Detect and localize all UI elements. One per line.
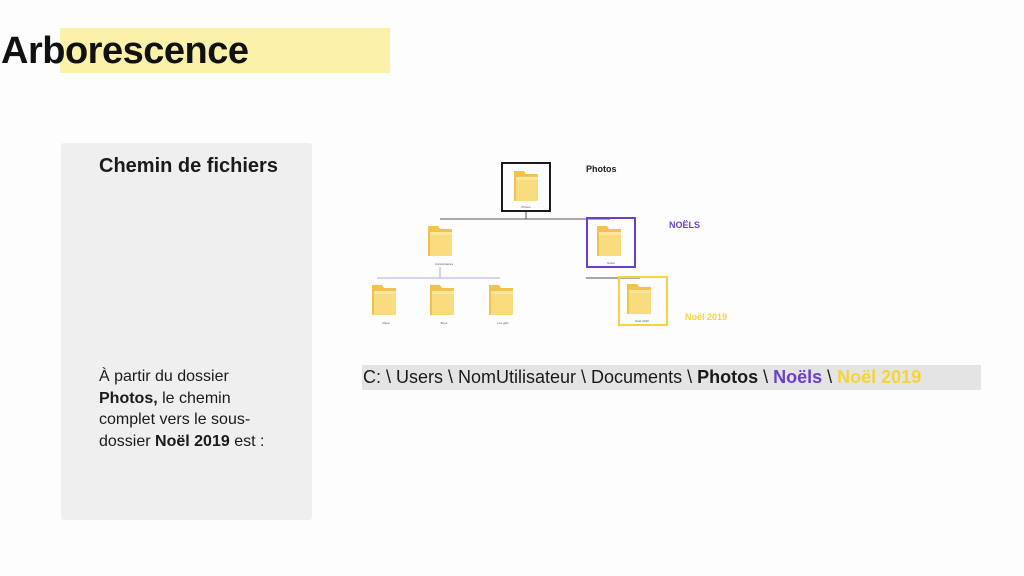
folder-icon (372, 285, 396, 315)
panel-explanation: À partir du dossier Photos, le chemin co… (99, 366, 289, 452)
path-photos: Photos (697, 367, 759, 387)
folder-label-sub: Papa (382, 321, 389, 325)
label-noels: NOËLS (669, 220, 700, 230)
folder-label-root: Photos (521, 205, 531, 209)
folder-icon (514, 171, 538, 201)
explanation-panel (61, 143, 312, 520)
folder-label-sub: Les girls (497, 321, 509, 325)
path-noels: Noëls (773, 367, 823, 387)
label-photos: Photos (586, 164, 617, 174)
folder-icon (428, 226, 452, 256)
file-path: C: \ Users \ NomUtilisateur \ Documents … (363, 366, 921, 388)
title-highlight (60, 28, 390, 73)
panel-text-part: À partir du dossier (99, 368, 229, 385)
noels-frame (586, 217, 636, 268)
folder-label-noels: Noëls (607, 261, 615, 265)
noel2019-frame (618, 276, 668, 326)
label-noel2019: Noël 2019 (685, 312, 727, 322)
folder-label-noel2019: Noël 2019 (635, 319, 649, 323)
folder-label-left: Anniversaires (435, 262, 454, 266)
panel-heading: Chemin de fichiers (99, 155, 278, 177)
panel-text-part: est : (229, 432, 265, 450)
folder-icon (489, 285, 513, 315)
path-separator: \ (822, 367, 838, 387)
selected-root-frame (501, 162, 551, 212)
path-separator: \ (758, 367, 774, 387)
path-noel2019: Noël 2019 (837, 367, 922, 387)
folder-icon (597, 226, 621, 256)
panel-text-part: le chemin complet vers le sous-dossier (99, 389, 251, 450)
folder-label-sub: Boys (441, 321, 448, 325)
panel-text-bold: Noël 2019 (155, 432, 230, 450)
path-bar (362, 365, 981, 390)
panel-text-bold: Photos, (99, 389, 158, 407)
page-title: Arborescence (1, 30, 249, 72)
path-part: C: \ Users \ NomUtilisateur \ Documents … (363, 367, 698, 387)
folder-icon (627, 284, 651, 314)
folder-icon (430, 285, 454, 315)
